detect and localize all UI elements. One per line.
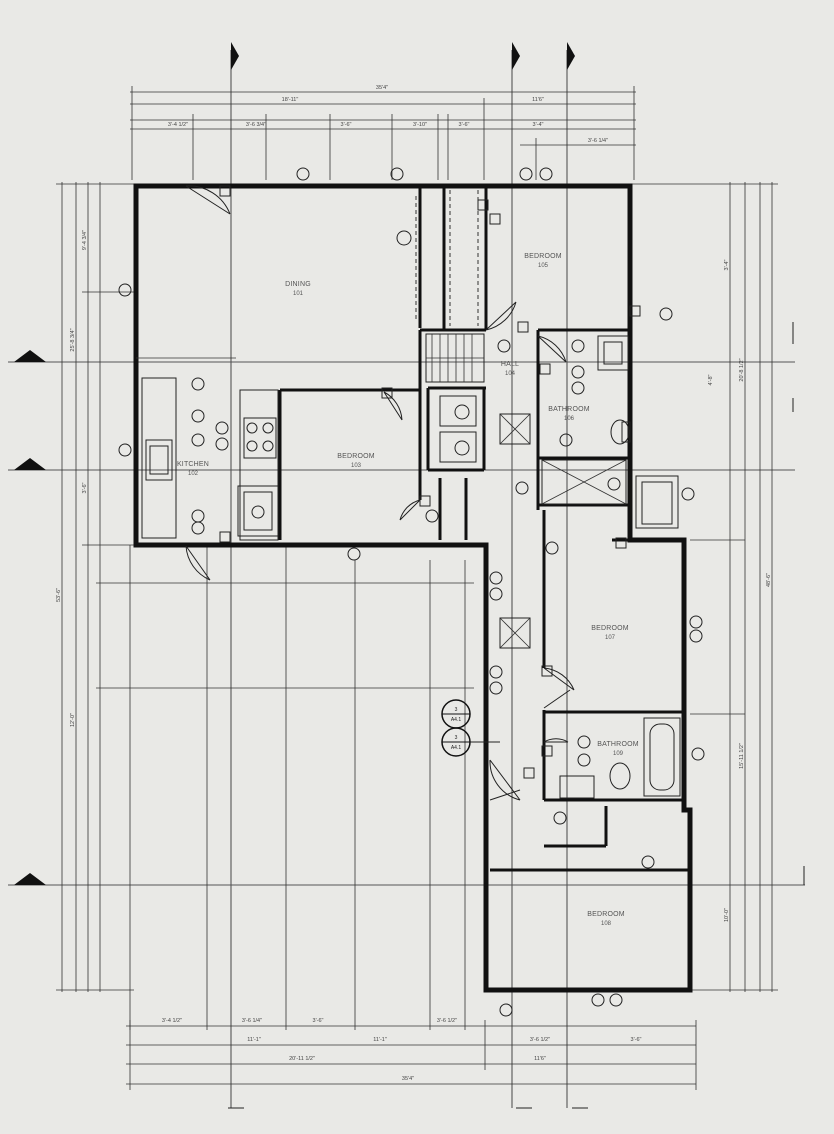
dim-top-seg-3: 3'-6"	[341, 122, 352, 128]
dim-left-a: 25'-8 3/4"	[70, 328, 76, 351]
dim-bottom-seg-4: 3'-6 1/2"	[437, 1018, 457, 1024]
room-bedroom-108-name: BEDROOM	[587, 911, 625, 918]
dim-bottom-right: 11'6"	[534, 1056, 546, 1062]
interior-walls	[278, 186, 690, 872]
dim-right-b: 15'-11 1/2"	[739, 743, 745, 769]
section-mark-1-number: 3	[455, 707, 458, 713]
dim-bottom-mid-2: 11'-1"	[373, 1037, 387, 1043]
dim-right-c: 3'-4"	[724, 259, 730, 270]
dim-bottom-seg-3: 3'-6"	[313, 1018, 324, 1024]
section-marks: 3 A4.1 3 A4.1	[441, 699, 500, 757]
grid-lines	[8, 42, 805, 1109]
dim-top-seg-7: 3'-6 1/4"	[588, 138, 608, 144]
room-bathroom-106-name: BATHROOM	[548, 406, 590, 413]
room-kitchen-number: 102	[188, 471, 199, 477]
dim-bottom-mid: 11'-1"	[247, 1037, 261, 1043]
dim-bottom-seg-2: 3'-6 1/4"	[242, 1018, 262, 1024]
right-dimension-strings: 48'-6" 20'-8 1/2" 15'-11 1/2" 3'-4" 4'-8…	[630, 182, 778, 992]
section-mark-1-sheet: A4.1	[451, 717, 462, 723]
dim-top-seg-2: 3'-6 3/4"	[246, 122, 266, 128]
room-hall-number: 104	[505, 371, 516, 377]
room-labels: DINING 101 BEDROOM 105 BEDROOM 103 HALL …	[177, 253, 639, 927]
top-dimension-strings: 35'4" 18'-11" 11'6" 3'-4 1/2" 3'-6 3/4" …	[130, 85, 636, 180]
dim-right-a: 20'-8 1/2"	[739, 358, 745, 381]
staircase	[415, 190, 485, 383]
dim-left-overall: 53'-6"	[56, 588, 62, 602]
dim-top-overall: 35'4"	[376, 85, 388, 91]
section-mark-2-sheet: A4.1	[451, 745, 462, 751]
room-bedroom-103-name: BEDROOM	[337, 453, 375, 460]
room-bedroom-108-number: 108	[601, 921, 612, 927]
dim-top-right: 11'6"	[532, 97, 544, 103]
doors	[185, 185, 575, 801]
dim-top-seg-6: 3'-4"	[533, 122, 544, 128]
room-bedroom-105-name: BEDROOM	[524, 253, 562, 260]
section-mark-2-number: 3	[455, 735, 458, 741]
dim-left-c: 3'-6"	[82, 482, 88, 493]
dim-bottom-overall: 35'4"	[402, 1076, 414, 1082]
room-bedroom-103-number: 103	[351, 463, 362, 469]
room-kitchen-name: KITCHEN	[177, 461, 209, 468]
dim-bottom-seg-6: 3'-6"	[631, 1037, 642, 1043]
room-dining-name: DINING	[285, 281, 311, 288]
dim-bottom-seg-1: 3'-4 1/2"	[162, 1018, 182, 1024]
dim-right-d: 4'-8"	[708, 374, 714, 385]
room-bedroom-107-number: 107	[605, 635, 616, 641]
room-bedroom-107-name: BEDROOM	[591, 625, 629, 632]
room-bathroom-106-number: 106	[564, 416, 575, 422]
dim-top-seg-5: 3'-6"	[459, 122, 470, 128]
dim-top-seg-1: 3'-4 1/2"	[168, 122, 188, 128]
dim-top-seg-4: 3'-10"	[413, 122, 427, 128]
dim-bottom-seg-5: 3'-6 1/2"	[530, 1037, 550, 1043]
room-bedroom-105-number: 105	[538, 263, 549, 269]
room-dining-number: 101	[293, 291, 304, 297]
bathroom-fixtures	[439, 335, 681, 799]
room-bathroom-109-name: BATHROOM	[597, 741, 639, 748]
dim-left-d: 12'-0"	[70, 713, 76, 727]
left-dimension-strings: 53'-6" 25'-8 3/4" 12'-0" 9'-4 3/4" 3'-6"	[56, 182, 134, 992]
dim-bottom-left: 20'-11 1/2"	[289, 1056, 315, 1062]
bottom-dimension-strings: 3'-4 1/2" 3'-6 1/4" 3'-6" 3'-6 1/2" 3'-6…	[126, 1018, 697, 1090]
room-hall-name: HALL	[501, 361, 519, 368]
keynote-tags	[118, 167, 705, 1017]
dim-right-e: 10'-0"	[724, 908, 730, 922]
dim-right-overall: 48'-6"	[766, 573, 772, 587]
dim-left-b: 9'-4 3/4"	[82, 230, 88, 250]
dim-top-left: 18'-11"	[282, 97, 299, 103]
kitchen-fixtures	[136, 357, 279, 541]
room-bathroom-109-number: 109	[613, 751, 624, 757]
